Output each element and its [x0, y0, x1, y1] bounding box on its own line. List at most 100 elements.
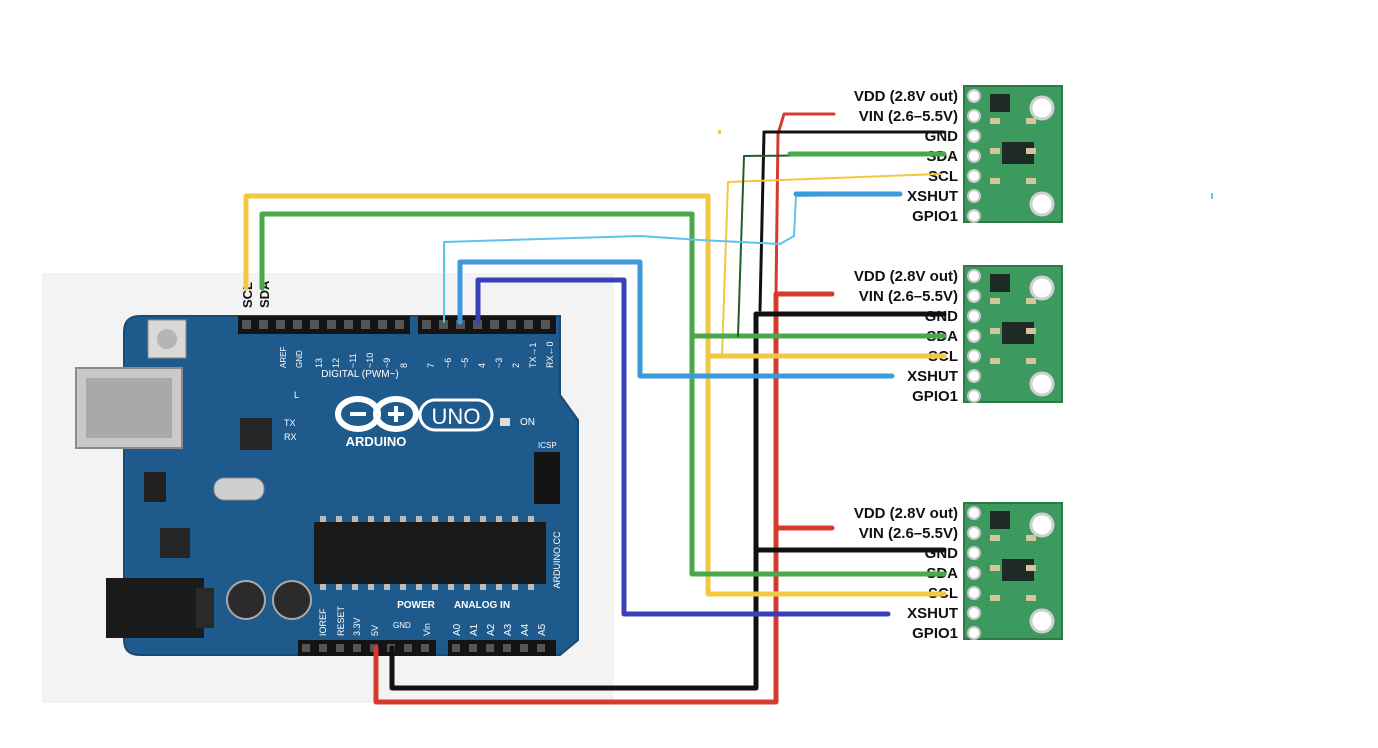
digital-pin-label: 2: [511, 363, 521, 368]
chip-leg: [352, 516, 358, 522]
sensor-pin-hole: [967, 506, 981, 520]
sensor-pin-hole: [967, 586, 981, 600]
chip-leg: [528, 516, 534, 522]
smd-component: [1026, 178, 1036, 184]
smd-component: [1026, 298, 1036, 304]
sensor-pin-label: XSHUT: [907, 368, 958, 385]
power-label: POWER: [397, 600, 436, 611]
sensor-pin-label: GPIO1: [912, 388, 958, 405]
smd-component: [1026, 118, 1036, 124]
sensor-pin-hole: [967, 109, 981, 123]
smd-component: [1026, 565, 1036, 571]
reset-button-cap: [157, 329, 177, 349]
tx-label: TX: [284, 418, 296, 428]
atmega-chip: [314, 522, 546, 584]
header-hole: [452, 644, 460, 652]
aref-label: AREF: [279, 347, 288, 368]
sensor-pin-hole: [967, 289, 981, 303]
smd-component: [990, 358, 1000, 364]
smd-component: [990, 595, 1000, 601]
analog-in-label: ANALOG IN: [454, 600, 510, 611]
chip-leg: [400, 584, 406, 590]
sensor-pin-hole: [967, 269, 981, 283]
header-hole: [520, 644, 528, 652]
digital-header-right: [418, 316, 556, 334]
wire-blue-xshut-sensor2: [457, 259, 895, 379]
sensor-chip: [1002, 142, 1034, 164]
arduino-brand: ARDUINO: [346, 434, 407, 449]
wire-lightblue-xshut-sensor1: [443, 193, 901, 323]
analog-pin-label: A0: [452, 623, 463, 636]
sensor-pin-label: SCL: [928, 168, 958, 185]
gnd-top-label: GND: [295, 350, 304, 368]
sensor-chip: [1002, 559, 1034, 581]
chip-leg: [320, 584, 326, 590]
chip-leg: [496, 516, 502, 522]
header-hole: [507, 320, 516, 329]
sensor-module: VDD (2.8V out)VIN (2.6–5.5V)GNDSDASCLXSH…: [854, 502, 1063, 642]
header-hole: [336, 644, 344, 652]
chip-leg: [528, 584, 534, 590]
power-header: [298, 640, 436, 656]
sensor-module: VDD (2.8V out)VIN (2.6–5.5V)GNDSDASCLXSH…: [854, 265, 1063, 405]
chip-leg: [432, 516, 438, 522]
usb-connector-inner: [86, 378, 172, 438]
sensor-pin-hole: [967, 169, 981, 183]
digital-pin-label: TX→1: [528, 342, 538, 368]
sensor-pin-hole: [967, 209, 981, 223]
analog-pin-label: A2: [486, 623, 497, 636]
chip-leg: [512, 584, 518, 590]
header-hole: [490, 320, 499, 329]
smd-component: [990, 535, 1000, 541]
regulator-chip: [990, 511, 1010, 529]
sensor-pin-label: VDD (2.8V out): [854, 268, 958, 285]
smd-component: [1026, 148, 1036, 154]
rx-label: RX: [284, 432, 297, 442]
mounting-hole: [1029, 371, 1055, 397]
header-hole: [344, 320, 353, 329]
header-hole: [541, 320, 550, 329]
sensor-pin-hole: [967, 389, 981, 403]
sensor-pin-hole: [967, 329, 981, 343]
chip-leg: [336, 516, 342, 522]
header-hole: [353, 644, 361, 652]
chip-leg: [480, 584, 486, 590]
stray-mark: [718, 130, 721, 134]
sensor-pin-hole: [967, 89, 981, 103]
smd-component: [990, 178, 1000, 184]
capacitor-right: [272, 580, 312, 620]
chip-leg: [352, 584, 358, 590]
smd-component: [990, 328, 1000, 334]
usb-chip: [240, 418, 272, 450]
pin-label-vin: Vin: [422, 623, 432, 636]
digital-pin-label: ~3: [494, 358, 504, 368]
regulator: [160, 528, 190, 558]
wire-darkblue-xshut-sensor3: [475, 277, 891, 617]
regulator-chip: [990, 274, 1010, 292]
sensor-pin-label: GPIO1: [912, 625, 958, 642]
digital-pin-label: 12: [331, 358, 341, 368]
sensor-pin-label: XSHUT: [907, 605, 958, 622]
digital-pin-label: ~5: [460, 358, 470, 368]
chip-legs: [320, 516, 534, 590]
analog-pin-label: A1: [469, 623, 480, 636]
sensor-pin-hole: [967, 369, 981, 383]
chip-leg: [368, 516, 374, 522]
header-hole: [293, 320, 302, 329]
header-hole: [421, 644, 429, 652]
digital-header-holes: [242, 320, 550, 329]
header-hole: [486, 644, 494, 652]
header-hole: [422, 320, 431, 329]
header-hole: [361, 320, 370, 329]
power-jack: [106, 578, 204, 638]
mounting-hole: [1029, 275, 1055, 301]
digital-pin-label: 4: [477, 363, 487, 368]
smd-component: [990, 565, 1000, 571]
icsp-header: [534, 452, 560, 504]
uno-text: UNO: [432, 404, 481, 429]
led-on: [500, 418, 510, 426]
wire-yellow-scl-sensor1: [721, 173, 941, 357]
